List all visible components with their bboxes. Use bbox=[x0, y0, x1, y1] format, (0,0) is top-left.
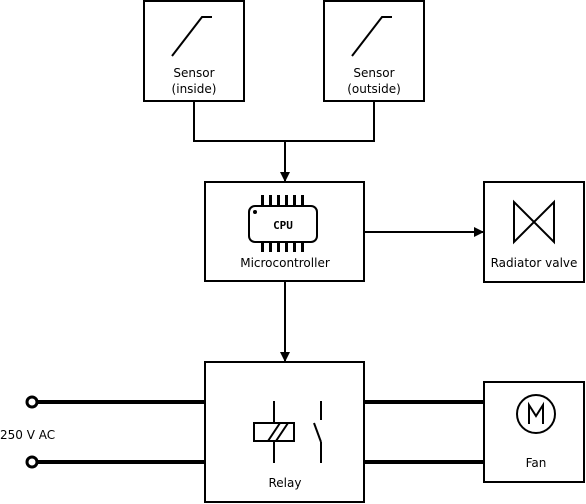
power-label: 250 V AC bbox=[0, 428, 55, 442]
fan-label: Fan bbox=[526, 456, 547, 470]
cpu-pins-bottom bbox=[261, 240, 304, 252]
cpu-chip-icon: CPU bbox=[248, 195, 318, 252]
relay-label: Relay bbox=[269, 476, 302, 490]
microcontroller-block: CPU Microcontroller bbox=[204, 181, 365, 282]
cpu-chip-label: CPU bbox=[273, 219, 293, 232]
sensor-inside-box bbox=[143, 0, 245, 102]
valve-icon bbox=[513, 199, 555, 245]
radiator-valve-label: Radiator valve bbox=[491, 256, 578, 270]
cpu-pin1-dot bbox=[253, 210, 257, 214]
sensor-outside-label-line2: (outside) bbox=[347, 82, 401, 96]
radiator-valve-box bbox=[483, 181, 585, 283]
relay-coil-icon bbox=[253, 401, 295, 463]
sensor-merge-line bbox=[193, 101, 375, 142]
motor-icon bbox=[516, 394, 556, 434]
cpu-chip-body bbox=[248, 205, 318, 243]
relay-switch-icon bbox=[313, 401, 322, 463]
power-terminal-bottom bbox=[25, 455, 39, 469]
power-terminal-top bbox=[25, 395, 39, 409]
radiator-valve-block: Radiator valve bbox=[483, 181, 585, 283]
sensor-inside-block: Sensor (inside) bbox=[143, 0, 245, 102]
power-input: 250 V AC bbox=[0, 395, 205, 469]
sensor-outside-box bbox=[323, 0, 425, 102]
relay-block: Relay bbox=[204, 361, 365, 503]
cpu-pins-top bbox=[261, 195, 304, 207]
sensor-inside-label-line1: Sensor bbox=[173, 66, 214, 80]
sensor-inside-label-line2: (inside) bbox=[172, 82, 217, 96]
fan-block: Fan bbox=[483, 381, 585, 483]
microcontroller-label: Microcontroller bbox=[240, 256, 330, 270]
sensor-inside-icon bbox=[171, 16, 212, 57]
sensor-outside-block: Sensor (outside) bbox=[323, 0, 425, 102]
motor-symbol bbox=[528, 401, 544, 424]
sensor-outside-icon bbox=[351, 16, 392, 57]
sensor-outside-label-line1: Sensor bbox=[353, 66, 394, 80]
